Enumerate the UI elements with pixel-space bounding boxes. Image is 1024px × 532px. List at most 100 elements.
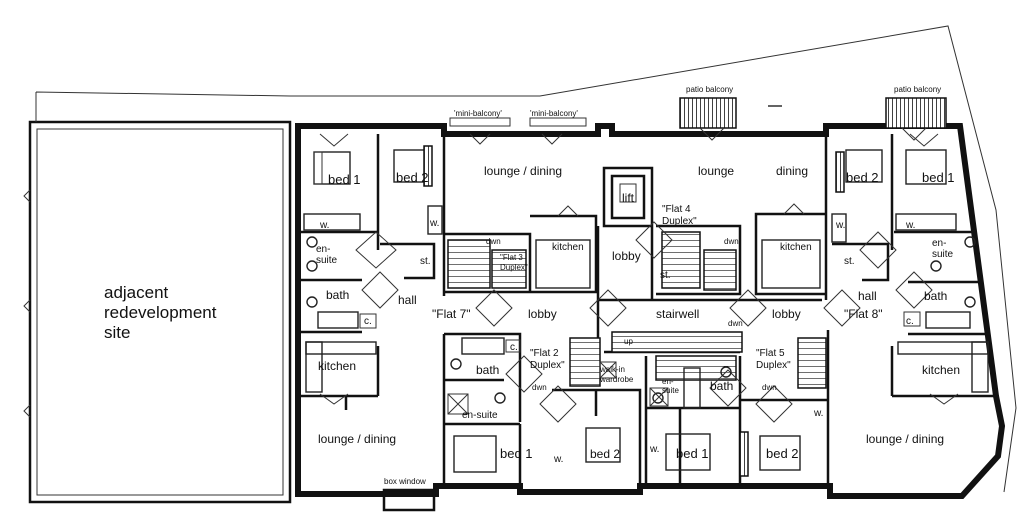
store-label: st.: [844, 256, 855, 267]
box-window: [382, 488, 436, 512]
room-label-en-suite: en-suite: [462, 410, 498, 421]
room-label-lift: lift: [622, 191, 635, 205]
room-label-lounge: lounge: [698, 164, 734, 178]
flat-name: "Flat 8": [844, 307, 883, 321]
room-label-stairwell: stairwell: [656, 307, 699, 321]
room-label-bath: bath: [476, 363, 499, 377]
room-label-lobby: lobby: [528, 307, 557, 321]
stair-direction-label: up: [624, 337, 633, 346]
wardrobe-label: w.: [429, 218, 439, 229]
room-label-bath: bath: [924, 289, 947, 303]
flat-name: "Flat 2: [530, 348, 559, 359]
lift-car: [610, 174, 646, 220]
bath-icon: [461, 337, 505, 355]
bath-icon: [683, 367, 701, 409]
room-label-kitchen: kitchen: [318, 359, 356, 373]
patio-balcony-label-centre: patio balcony: [686, 85, 733, 94]
site-label-line1: adjacent: [104, 283, 169, 302]
mini-balcony-label-right: 'mini-balcony': [530, 109, 578, 118]
bed-icon: [585, 427, 621, 463]
wardrobe-label: w.: [319, 220, 329, 231]
room-label-bed-2: bed 2: [846, 170, 879, 185]
bed-icon: [453, 435, 497, 473]
wardrobe-label: w.: [835, 220, 845, 231]
room-label-bed-1: bed 1: [676, 446, 709, 461]
internal-walls: [300, 134, 998, 486]
wardrobe-label: w.: [813, 408, 823, 419]
kitchen-counter: [761, 239, 821, 289]
flat-name: "Flat 3: [500, 253, 523, 262]
room-label-en-suite: suite: [316, 255, 338, 266]
wardrobe-label: w.: [649, 444, 659, 455]
core: lift lobby lobby stairwell up dwn lobby: [528, 191, 801, 346]
room-label-en-suite: suite: [662, 386, 679, 395]
flat-8: bed 2 bed 1 en- suite hall bath "Flat 8"…: [844, 170, 960, 446]
patio-balcony-label-right: patio balcony: [894, 85, 941, 94]
room-label-lounge-dining: lounge / dining: [318, 432, 396, 446]
adjacent-site: adjacent redevelopment site: [23, 91, 292, 504]
store-label: st.: [420, 256, 431, 267]
kitchen-counter: [535, 239, 591, 289]
stair-direction-label: dwn: [762, 383, 777, 392]
room-label-walk-in-wardrobe: wardrobe: [599, 375, 634, 384]
flat-4: lounge dining "Flat 4 Duplex" dwn kitche…: [662, 164, 812, 253]
fixtures: [303, 145, 989, 477]
bath-icon: [925, 311, 971, 329]
stair-direction-label: dwn: [486, 237, 501, 246]
flat-name: Duplex": [662, 216, 697, 227]
site-label-line3: site: [104, 323, 130, 342]
room-label-bed-2: bed 2: [590, 447, 620, 461]
room-label-lobby: lobby: [772, 307, 801, 321]
room-label-bed-2: bed 2: [766, 446, 799, 461]
flat-2: bath "Flat 2 Duplex" dwn walk-in wardrob…: [462, 348, 634, 461]
stair-direction-label: dwn: [724, 237, 739, 246]
patio-balcony-right: [885, 97, 947, 129]
room-label-bed-1: bed 1: [922, 170, 955, 185]
room-label-kitchen: kitchen: [552, 242, 584, 253]
flat-name: Duplex": [530, 360, 565, 371]
room-label-bed-1: bed 1: [328, 172, 361, 187]
room-label-lounge-dining: lounge / dining: [484, 164, 562, 178]
door-swings: [319, 127, 959, 423]
flat-3: lounge / dining kitchen dwn "Flat 3 Dupl…: [484, 164, 584, 272]
room-label-en-suite: en-: [932, 238, 946, 249]
flat-name: Duplex": [756, 360, 791, 371]
room-label-dining: dining: [776, 164, 808, 178]
stair-direction-label: dwn: [532, 383, 547, 392]
room-label-bed-2: bed 2: [396, 170, 429, 185]
flat-name: "Flat 5: [756, 348, 785, 359]
flat-name: "Flat 7": [432, 307, 471, 321]
room-label-walk-in-wardrobe: walk-in: [599, 365, 625, 374]
flat-name: Duplex": [500, 263, 528, 272]
room-label-kitchen: kitchen: [780, 242, 812, 253]
room-label-lobby: lobby: [612, 249, 641, 263]
room-label-bed-1: bed 1: [500, 446, 533, 461]
flat-name: "Flat 4: [662, 204, 691, 215]
site-label-line2: redevelopment: [104, 303, 217, 322]
bed-icon: [665, 433, 711, 471]
building-walls: [295, 97, 1006, 512]
room-label-bath: bath: [326, 288, 349, 302]
bed-icon: [759, 435, 801, 471]
bed-icon: [905, 149, 947, 185]
room-label-bath: bath: [710, 379, 733, 393]
wardrobe-label: w.: [553, 454, 563, 465]
mini-balcony-label-left: 'mini-balcony': [454, 109, 502, 118]
room-label-en-suite: en-: [662, 377, 674, 386]
flat-5: en- suite bath "Flat 5 Duplex" dwn bed 1…: [662, 348, 799, 461]
room-label-hall: hall: [858, 289, 877, 303]
cupboard-label: c.: [906, 316, 914, 327]
bath-icon: [317, 311, 359, 329]
store-label: st.: [660, 270, 671, 281]
cupboard-label: c.: [510, 342, 518, 353]
room-label-lounge-dining: lounge / dining: [866, 432, 944, 446]
stair-direction-label: dwn: [728, 319, 743, 328]
site-boundary: [290, 25, 1017, 493]
box-window-label: box window: [384, 477, 426, 486]
room-label-hall: hall: [398, 293, 417, 307]
cupboard-label: c.: [364, 316, 372, 327]
wardrobe-label: w.: [905, 220, 915, 231]
flat-7: bed 1 bed 2 en- suite bath hall "Flat 7"…: [316, 170, 471, 446]
patio-balcony-centre: [679, 97, 737, 129]
room-label-en-suite: en-: [316, 244, 330, 255]
